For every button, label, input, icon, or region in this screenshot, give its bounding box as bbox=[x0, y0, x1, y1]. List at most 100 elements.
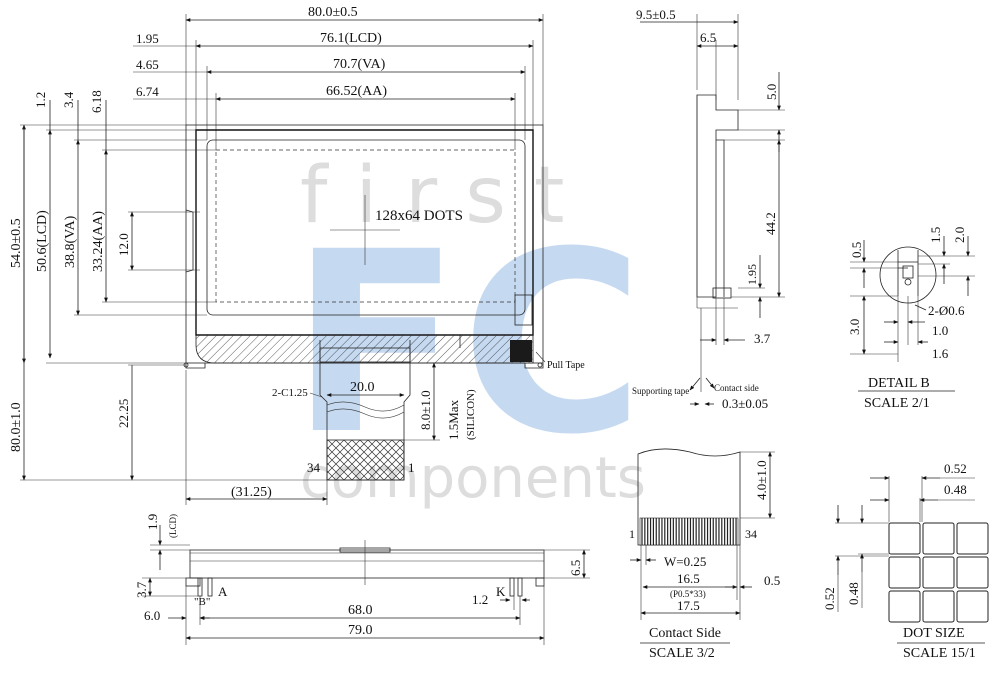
dim-detail-holes: 2-Ø0.6 bbox=[928, 303, 965, 318]
dot-size-0-52-top: 0.52 bbox=[944, 461, 967, 476]
dim-fpc-position: 22.25 bbox=[116, 399, 131, 428]
dim-detail-2-0: 2.0 bbox=[952, 227, 967, 243]
pixel-dot bbox=[888, 522, 921, 555]
dot-size-scale: SCALE 15/1 bbox=[903, 646, 976, 661]
pixel-dot bbox=[888, 590, 921, 623]
dim-outline-width: 80.0±0.5 bbox=[308, 5, 358, 20]
pixel-dot bbox=[922, 590, 955, 623]
dim-bottom-3-7: 3.7 bbox=[134, 581, 149, 598]
dim-fpc-width: 20.0 bbox=[350, 380, 375, 395]
dim-lcd-width: 76.1(LCD) bbox=[320, 31, 382, 46]
dim-v-offset-2: 3.4 bbox=[61, 91, 76, 108]
dim-side-3-7: 3.7 bbox=[754, 331, 771, 346]
pull-tape-tab bbox=[510, 340, 532, 362]
dim-bottom-lcd-label: (LCD) bbox=[168, 514, 178, 538]
detail-b-view: 0.5 1.5 2.0 3.0 2-Ø0.6 1.0 1.6 DETAIL B … bbox=[847, 227, 975, 411]
dim-silicon-label: (SILICON) bbox=[465, 389, 477, 440]
dim-aa-height: 33.24(AA) bbox=[91, 211, 106, 272]
contact-side-label: Contact side bbox=[714, 383, 759, 393]
dim-detail-1-0: 1.0 bbox=[932, 323, 948, 338]
dim-va-height: 38.8(VA) bbox=[63, 215, 78, 268]
dim-detail-1-6: 1.6 bbox=[932, 346, 949, 361]
viewing-area bbox=[206, 139, 526, 316]
dim-center-height: 12.0 bbox=[116, 233, 131, 256]
contact-fpc bbox=[637, 448, 741, 546]
fpc-pin-1: 1 bbox=[408, 460, 415, 475]
dim-detail-3-0: 3.0 bbox=[847, 319, 862, 335]
pixel-dot bbox=[956, 522, 989, 555]
contact-pin-1: 1 bbox=[629, 527, 635, 541]
pin-a-label: A bbox=[218, 584, 228, 599]
dim-va-width: 70.7(VA) bbox=[333, 57, 386, 72]
dim-outline-height: 54.0±0.5 bbox=[9, 218, 24, 268]
dim-total-height: 80.0±1.0 bbox=[9, 402, 24, 452]
dim-detail-1-5: 1.5 bbox=[928, 227, 943, 243]
contact-17-5: 17.5 bbox=[677, 598, 700, 613]
contact-pin-34: 34 bbox=[745, 527, 757, 541]
pixel-dot bbox=[956, 556, 989, 589]
contact-16-5: 16.5 bbox=[677, 571, 700, 586]
lcd-ledge bbox=[195, 334, 534, 364]
dim-side-5-0: 5.0 bbox=[764, 84, 779, 100]
bottom-view: A K "B" 1.9 (LCD) 6.5 3.7 6.0 68.0 1.2 7… bbox=[134, 514, 590, 645]
dot-size-0-52-left: 0.52 bbox=[822, 587, 837, 610]
dot-size-0-48-left: 0.48 bbox=[846, 582, 861, 605]
front-view: 80.0±0.5 76.1(LCD) 70.7(VA) 66.52(AA) 1.… bbox=[9, 5, 585, 505]
pin-k-label: K bbox=[496, 584, 506, 599]
dim-chamfer: 2-C1.25 bbox=[272, 387, 308, 399]
dim-bottom-1-9: 1.9 bbox=[145, 514, 160, 530]
dim-silicon: 1.5Max bbox=[446, 399, 461, 440]
active-area bbox=[215, 149, 516, 303]
dim-bottom-68-0: 68.0 bbox=[348, 603, 373, 618]
pixel-dot bbox=[956, 590, 989, 623]
pixel-dot bbox=[922, 556, 955, 589]
contact-width: W=0.25 bbox=[664, 554, 706, 569]
fpc-contacts bbox=[326, 439, 405, 481]
detail-b-title: DETAIL B bbox=[868, 376, 930, 391]
dim-bottom-79-0: 79.0 bbox=[348, 623, 373, 638]
dot-size-view: 0.52 0.48 0.52 0.48 DOT SIZE SCALE 15/1 bbox=[822, 461, 989, 661]
dim-offset-va: 4.65 bbox=[136, 57, 159, 72]
contact-length: 4.0±1.0 bbox=[754, 460, 769, 500]
detail-b-scale: SCALE 2/1 bbox=[864, 396, 930, 411]
detail-b-circle bbox=[879, 246, 937, 304]
pixel-dot bbox=[922, 522, 955, 555]
dim-module-thickness: 9.5±0.5 bbox=[636, 7, 676, 22]
pull-tape-strip bbox=[514, 294, 533, 326]
dim-lcd-height: 50.6(LCD) bbox=[35, 210, 50, 272]
dim-bottom-6-0: 6.0 bbox=[144, 608, 160, 623]
dim-fpc-offset: (31.25) bbox=[231, 485, 272, 500]
dot-size-0-48-top: 0.48 bbox=[944, 482, 967, 497]
dim-offset-aa: 6.74 bbox=[136, 84, 159, 99]
dim-side-1-95: 1.95 bbox=[745, 264, 759, 285]
contact-side-scale: SCALE 3/2 bbox=[649, 646, 715, 661]
dim-detail-0-5: 0.5 bbox=[849, 242, 864, 258]
dim-bottom-6-5: 6.5 bbox=[568, 560, 583, 576]
watermark-top-text: first bbox=[300, 151, 592, 241]
dim-offset-lcd: 1.95 bbox=[136, 31, 159, 46]
contact-0-5: 0.5 bbox=[764, 573, 780, 588]
dim-side-6-5: 6.5 bbox=[700, 30, 716, 45]
dim-v-offset-1: 1.2 bbox=[33, 92, 48, 108]
side-profile bbox=[696, 94, 739, 298]
fpc-pin-34: 34 bbox=[307, 460, 321, 475]
resolution-label: 128x64 DOTS bbox=[375, 208, 463, 224]
dim-side-44-2: 44.2 bbox=[763, 212, 778, 235]
dim-bottom-1-2: 1.2 bbox=[472, 592, 488, 607]
contact-pitch: (P0.5*33) bbox=[670, 589, 706, 599]
dim-fpc-thickness: 0.3±0.05 bbox=[722, 396, 768, 411]
pull-tape-label: Pull Tape bbox=[547, 360, 585, 371]
dim-v-offset-3: 6.18 bbox=[89, 90, 104, 113]
contact-side-title: Contact Side bbox=[649, 626, 721, 641]
contact-pins bbox=[639, 517, 739, 546]
bottom-body bbox=[189, 549, 545, 579]
dot-size-title: DOT SIZE bbox=[903, 626, 965, 641]
dim-aa-width: 66.52(AA) bbox=[326, 84, 387, 99]
side-view: 9.5±0.5 6.5 5.0 44.2 1.95 3.7 Supporting… bbox=[632, 7, 785, 411]
detail-b-reference: "B" bbox=[194, 596, 210, 608]
contact-side-view: 1 34 4.0±1.0 W=0.25 16.5 (P0.5*33) 0.5 1… bbox=[629, 448, 780, 661]
pixel-dot bbox=[888, 556, 921, 589]
supporting-tape-label: Supporting tape bbox=[632, 386, 689, 396]
dim-fpc-length: 8.0±1.0 bbox=[418, 390, 433, 430]
